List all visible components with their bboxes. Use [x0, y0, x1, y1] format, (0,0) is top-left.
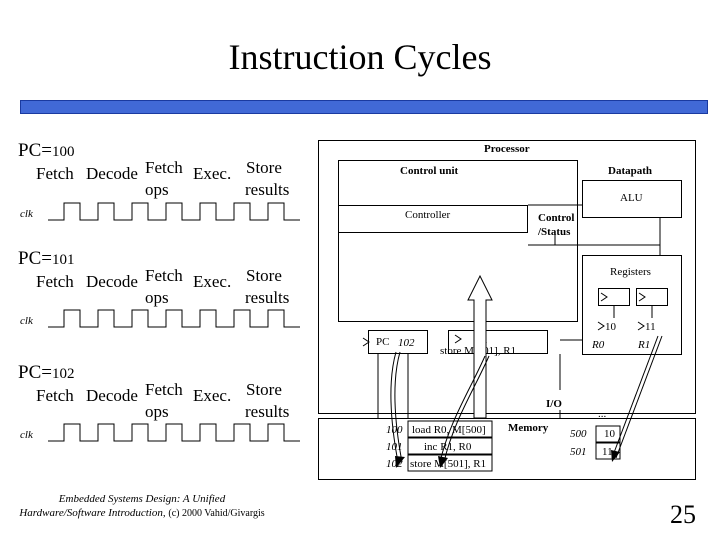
mem-instr-102: store M[501], R1: [410, 458, 487, 470]
stage-decode: Decode: [86, 386, 138, 405]
stage-fetch-ops-2: ops: [145, 288, 169, 307]
mem-addr-101: 101: [386, 441, 403, 453]
stage-store-2: results: [245, 402, 290, 421]
pc-register-label: PC: [376, 336, 390, 348]
stage-exec: Exec.: [193, 386, 232, 405]
fetch-arrow: [467, 274, 493, 419]
registers-box: [582, 255, 682, 355]
processor-label: Processor: [484, 143, 530, 155]
register-r0-name: R0: [592, 339, 605, 351]
mem-addr-100: 100: [386, 424, 403, 436]
control-status-label-1: Control: [538, 212, 575, 224]
clock-waveform-cycle-2: [48, 309, 300, 328]
control-unit-label: Control unit: [400, 165, 459, 177]
stage-store-1: Store: [246, 158, 282, 177]
pc-label-cycle-3: PC=102: [18, 362, 75, 383]
mem-value-500: 10: [604, 428, 615, 440]
alu-box: [582, 180, 682, 218]
controller-box: [338, 205, 528, 233]
mem-ellipsis: ...: [598, 408, 607, 420]
stage-fetch: Fetch: [36, 386, 74, 405]
clock-label-cycle-3: clk: [20, 429, 33, 441]
register-r1-box: [636, 288, 668, 306]
mem-instr-100: load R0, M[500]: [412, 424, 486, 436]
memory-label: Memory: [508, 422, 549, 434]
clock-label-cycle-2: clk: [20, 315, 33, 327]
footer-citation: Embedded Systems Design: A Unified Hardw…: [19, 493, 265, 519]
stage-fetch: Fetch: [36, 272, 74, 291]
mem-addr-501: 501: [570, 446, 587, 458]
stage-fetch-ops-1: Fetch: [145, 266, 183, 285]
mem-value-501: 11: [602, 446, 613, 458]
datapath-label: Datapath: [608, 165, 653, 177]
pc-label-cycle-2: PC=101: [18, 248, 75, 269]
controller-label: Controller: [405, 209, 451, 221]
stage-exec: Exec.: [193, 272, 232, 291]
page-number: 25: [670, 500, 696, 529]
pc-label-cycle-1: PC=100: [18, 140, 75, 161]
slide-title: Instruction Cycles: [228, 37, 492, 77]
register-r1-value: 11: [645, 321, 656, 333]
register-r1-name: R1: [638, 339, 651, 351]
pc-register-value: 102: [398, 337, 415, 349]
clock-waveform-cycle-1: [48, 202, 300, 221]
stage-store-2: results: [245, 288, 290, 307]
stage-decode: Decode: [86, 272, 138, 291]
stage-exec: Exec.: [193, 164, 232, 183]
ir-register-box: [448, 330, 548, 354]
processor-box: [318, 140, 696, 414]
mem-addr-500: 500: [570, 428, 587, 440]
stage-fetch-ops-2: ops: [145, 180, 169, 199]
stage-store-1: Store: [246, 266, 282, 285]
register-r0-box: [598, 288, 630, 306]
stage-fetch-ops-1: Fetch: [145, 158, 183, 177]
stage-store-1: Store: [246, 380, 282, 399]
title-underline-bar: [20, 100, 708, 114]
io-label: I/O: [546, 398, 562, 410]
clock-label-cycle-1: clk: [20, 208, 33, 220]
control-unit-box: [338, 160, 578, 322]
stage-fetch: Fetch: [36, 164, 74, 183]
clock-waveform-cycle-3: [48, 423, 300, 442]
stage-fetch-ops-2: ops: [145, 402, 169, 421]
alu-label: ALU: [620, 192, 643, 204]
stage-decode: Decode: [86, 164, 138, 183]
pc-to-memory-arrow: [390, 351, 399, 463]
registers-label: Registers: [610, 266, 651, 278]
stage-fetch-ops-1: Fetch: [145, 380, 183, 399]
stage-store-2: results: [245, 180, 290, 199]
control-status-label-2: /Status: [538, 226, 571, 238]
memory-box: [318, 418, 696, 480]
register-r0-value: 10: [605, 321, 616, 333]
